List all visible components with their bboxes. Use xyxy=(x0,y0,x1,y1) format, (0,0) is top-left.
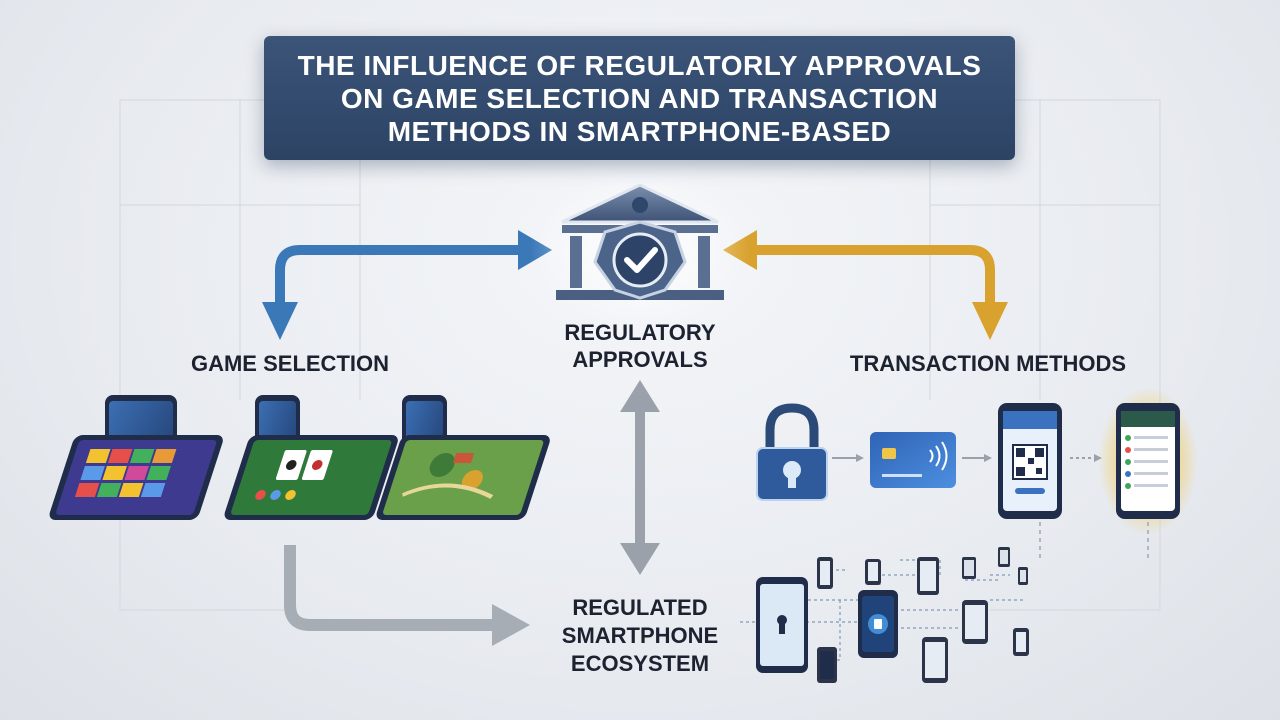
regulatory-approvals-label: REGULATORY APPROVALS xyxy=(540,319,740,373)
game-selection-label: GAME SELECTION xyxy=(190,351,389,376)
title-line-1: THE INFLUENCE OF REGULATORLY APPROVALS xyxy=(297,49,982,81)
padlock-icon xyxy=(756,403,828,501)
device-network-icon xyxy=(740,547,1029,683)
game-phones-icon xyxy=(49,395,550,520)
arrow-regulatory-to-game xyxy=(262,230,552,340)
qr-code-phone-icon xyxy=(998,403,1062,519)
regulated-ecosystem-label: REGULATED SMARTPHONE ECOSYSTEM xyxy=(530,594,750,678)
small-devices xyxy=(817,547,1029,683)
bank-checkmark-icon xyxy=(530,170,750,330)
arrow-games-to-ecosystem xyxy=(284,545,530,646)
arrow-regulatory-to-transaction xyxy=(723,230,1008,340)
ecosystem-label-line-2: SMARTPHONE xyxy=(561,623,719,648)
regulatory-label-line-2: APPROVALS xyxy=(572,347,708,372)
title-line-3: METHODS IN SMARTPHONE-BASED xyxy=(387,115,892,147)
title-banner: THE INFLUENCE OF REGULATORLY APPROVALS O… xyxy=(264,36,1015,160)
ecosystem-label-line-1: REGULATED xyxy=(572,595,708,620)
arrow-regulatory-ecosystem xyxy=(620,380,660,575)
transaction-methods-label: TRANSACTION METHODS xyxy=(849,351,1127,376)
payment-icons xyxy=(756,387,1198,560)
credit-card-icon xyxy=(870,432,956,488)
ecosystem-label-line-3: ECOSYSTEM xyxy=(570,651,710,676)
main-phone xyxy=(756,577,808,673)
regulatory-label-line-1: REGULATORY xyxy=(564,320,716,345)
hub-phone xyxy=(858,590,898,658)
wallet-app-phone-icon xyxy=(1098,387,1198,535)
title-line-2: ON GAME SELECTION AND TRANSACTION xyxy=(340,82,939,114)
